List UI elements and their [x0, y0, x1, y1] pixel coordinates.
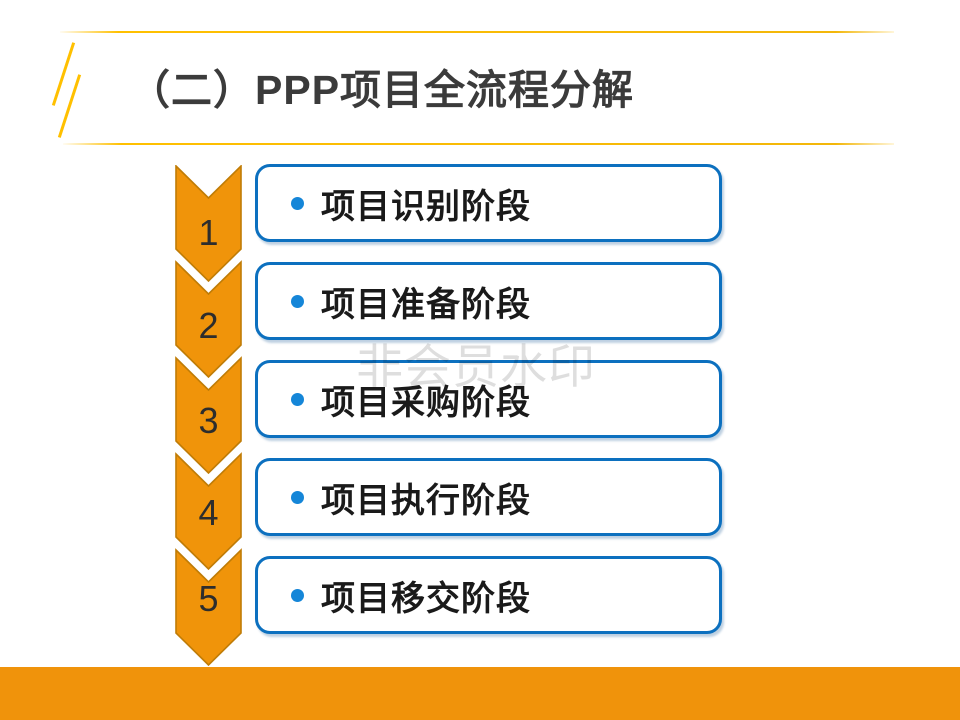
- chevron-arrow-icon: [175, 260, 242, 379]
- stage-label: 项目识别阶段: [321, 187, 531, 226]
- bullet-icon: [291, 392, 304, 406]
- chevron-arrow-stack: [175, 165, 242, 667]
- stage-box: 项目识别阶段: [255, 164, 722, 242]
- bottom-accent-bar: [0, 667, 960, 720]
- chevron-arrow-icon: [175, 356, 242, 475]
- top-divider-line: [60, 31, 894, 33]
- watermark-text: 非会员水印: [356, 340, 596, 393]
- slide-title: （二）PPP项目全流程分解: [129, 67, 635, 113]
- stage-label: 项目准备阶段: [321, 285, 531, 324]
- bullet-icon: [291, 588, 304, 602]
- chevron-arrow-icon: [175, 452, 242, 571]
- stage-box: 项目采购阶段: [255, 360, 722, 438]
- step-number: 1: [198, 212, 219, 253]
- stage-box: 项目移交阶段: [255, 556, 722, 634]
- step-number: 2: [198, 305, 219, 346]
- chevron-arrow-icon: [175, 548, 242, 667]
- step-number: 5: [198, 578, 219, 619]
- stage-label: 项目采购阶段: [321, 383, 531, 422]
- stage-label: 项目执行阶段: [321, 481, 531, 520]
- stage-box: 项目准备阶段: [255, 262, 722, 340]
- stage-label: 项目移交阶段: [321, 579, 531, 618]
- step-number: 4: [198, 492, 219, 533]
- chevron-arrow-icon: [175, 165, 242, 283]
- bullet-icon: [291, 490, 304, 504]
- bullet-icon: [291, 196, 304, 210]
- title-underline: [63, 143, 894, 145]
- stage-box: 项目执行阶段: [255, 458, 722, 536]
- step-number: 3: [198, 400, 219, 441]
- bullet-icon: [291, 294, 304, 308]
